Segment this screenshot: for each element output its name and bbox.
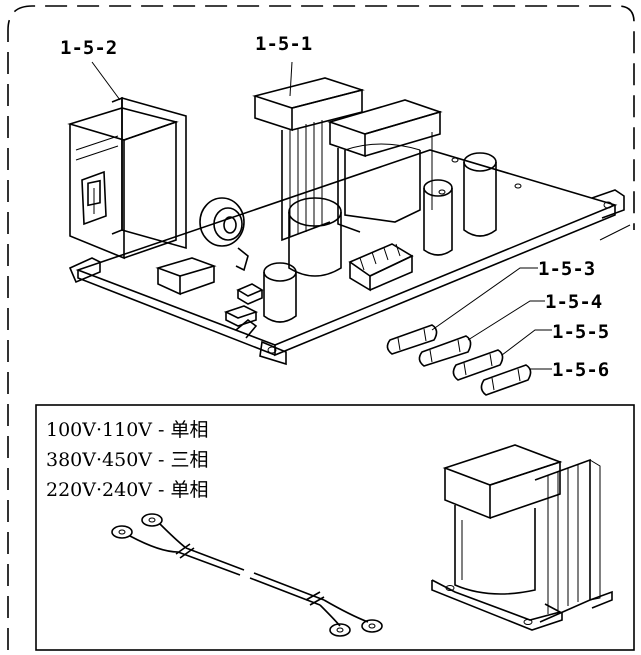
small-component [236,283,264,305]
large-capacitor [288,197,342,277]
voltage-inset-box [35,404,635,651]
fuse-1-5-6 [480,364,532,396]
capacitor-b [463,152,497,237]
leader-line [431,267,538,331]
callout-1-5-6: 1-5-6 [552,359,609,381]
capacitor-c [263,262,297,323]
fuse-1-5-4 [418,335,472,367]
terminal-block [348,243,414,292]
spare-transformer [431,444,613,631]
toroid-coil [199,197,249,272]
callout-1-5-2: 1-5-2 [60,37,117,59]
relay-block [155,257,217,296]
leader-line [289,61,293,97]
capacitor-a [423,179,453,256]
circuit-breaker [67,96,187,260]
fuse-1-5-5 [452,349,504,381]
wire-harness [111,513,383,637]
main-transformer [252,77,443,242]
fuse-1-5-3 [386,324,438,355]
small-component [223,305,259,327]
voltage-option-2: 380V·450V - 三相 [46,449,209,471]
callout-1-5-3: 1-5-3 [538,258,595,280]
leader-line [467,300,545,341]
voltage-option-1: 100V·110V - 单相 [46,419,209,441]
voltage-option-3: 220V·240V - 单相 [46,479,209,501]
leader-line [91,61,121,101]
leader-line [599,224,631,241]
callout-1-5-1: 1-5-1 [255,33,312,55]
dashed-frame [7,5,635,650]
power-supply-board [68,149,625,366]
callout-1-5-5: 1-5-5 [552,321,609,343]
leader-line [501,329,552,356]
callout-1-5-4: 1-5-4 [545,291,602,313]
